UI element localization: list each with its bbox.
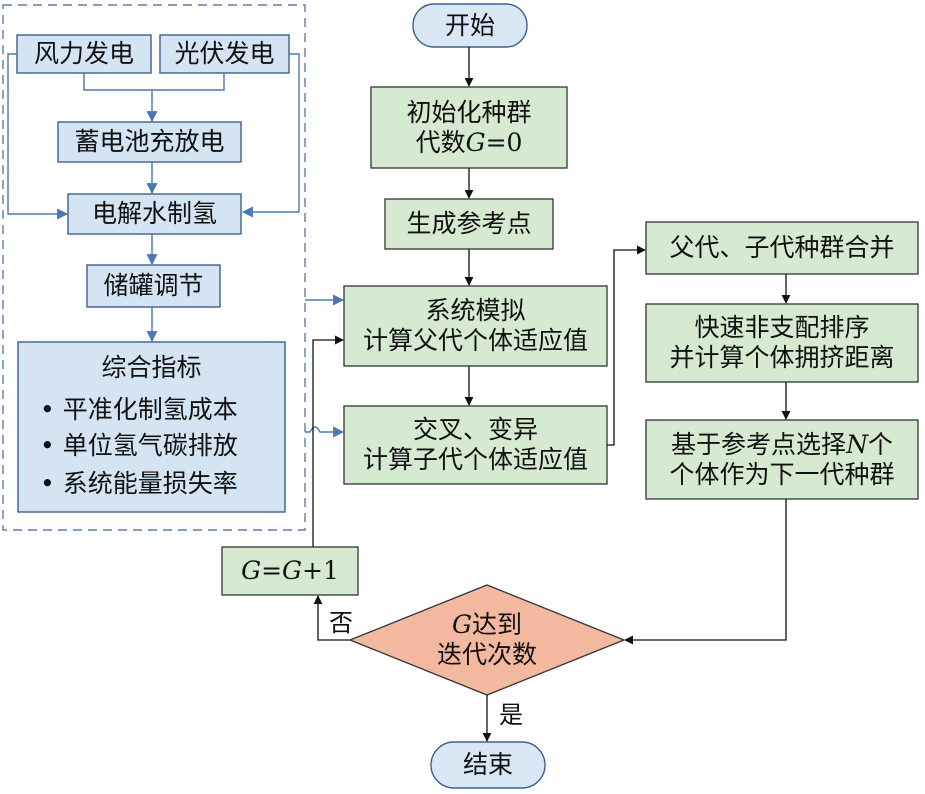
electrolysis-box (67, 193, 242, 235)
wind-power-box (16, 34, 152, 74)
reference-points-box (384, 198, 554, 250)
simulate-box (343, 285, 608, 367)
battery-box (57, 121, 242, 163)
selection-box (645, 419, 919, 500)
wind-to-electrolysis-arrow (7, 53, 69, 220)
end-terminal (430, 741, 546, 789)
pv-power-box (159, 34, 290, 74)
selection-to-decision-arrow (624, 499, 787, 645)
wind-pv-merge-line (83, 73, 225, 91)
storage-tank-box (86, 264, 221, 308)
increment-to-simulate-arrow (312, 335, 344, 547)
system-boundary (2, 4, 306, 531)
panel-to-crossover-arrow (305, 426, 345, 438)
iteration-decision-diamond (348, 584, 626, 696)
crossover-to-merge-arrow (607, 245, 646, 446)
nondominated-sort-box (645, 303, 919, 383)
crossover-box (343, 405, 608, 485)
metrics-box (17, 341, 286, 513)
start-terminal (412, 3, 528, 48)
increment-box (221, 546, 359, 596)
init-population-box (370, 86, 568, 169)
decision-no-to-increment-arrow (313, 595, 350, 641)
pv-to-electrolysis-arrow (241, 53, 300, 218)
merge-box (645, 221, 919, 275)
